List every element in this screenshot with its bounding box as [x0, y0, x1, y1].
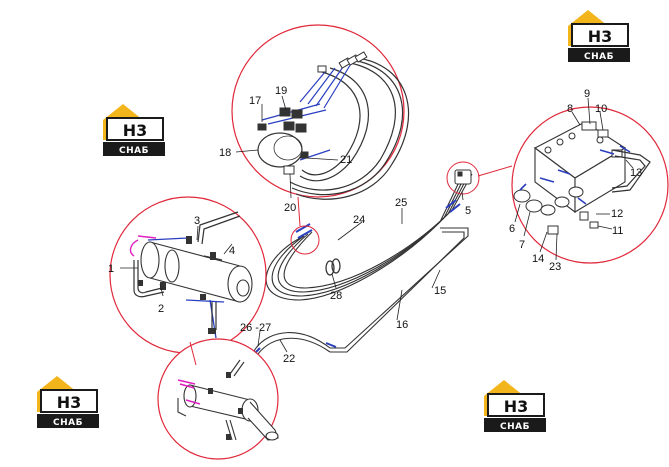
part-label-8: 8	[567, 103, 573, 115]
part-label-22: 22	[283, 353, 295, 365]
part-label-2: 2	[158, 303, 164, 315]
detail-circle-connector	[446, 161, 480, 195]
part-label-24: 24	[353, 214, 365, 226]
part-label-19: 19	[275, 85, 287, 97]
top-detail-callout	[231, 24, 410, 200]
part-label-17: 17	[249, 95, 261, 107]
part-label-11: 11	[612, 225, 623, 237]
part-label-1: 1	[108, 263, 114, 275]
part-label-12: 12	[611, 208, 623, 220]
bottom-detail-callout	[157, 338, 279, 460]
brand-logo-top-right: H3 CHAБ	[567, 9, 631, 63]
connector-block	[454, 169, 472, 185]
part-label-3: 3	[194, 215, 200, 227]
part-label-9: 9	[584, 88, 590, 100]
callout-link-line	[297, 196, 301, 227]
leader-lines	[120, 95, 634, 353]
logo-mark-text: H3	[504, 397, 529, 416]
callout-link-line	[189, 341, 197, 366]
part-label-23: 23	[549, 261, 561, 273]
part-label-6: 6	[509, 223, 515, 235]
part-label-16: 16	[396, 319, 408, 331]
part-label-5: 5	[465, 205, 471, 217]
part-label-28: 28	[330, 290, 342, 302]
logo-mark-text: H3	[123, 121, 148, 140]
part-label-15: 15	[434, 285, 446, 297]
part-label-10: 10	[595, 103, 607, 115]
logo-brand-text: CHAБ	[119, 146, 149, 156]
valve-body	[257, 132, 303, 175]
part-label-14: 14	[532, 253, 544, 265]
right-detail-callout	[511, 106, 669, 264]
part-label-21: 21	[340, 154, 352, 166]
callout-link-line	[477, 165, 513, 177]
part-label-25: 25	[395, 197, 407, 209]
part-label-4: 4	[229, 245, 235, 257]
left-detail-callout	[109, 196, 267, 354]
logo-brand-text: CHAБ	[500, 422, 530, 432]
part-label-26-27: 26 -27	[240, 322, 271, 334]
logo-brand-text: CHAБ	[53, 418, 83, 428]
part-label-20: 20	[284, 202, 296, 214]
part-label-13: 13	[630, 167, 642, 179]
part-label-18: 18	[219, 147, 231, 159]
brand-logo-left: H3 CHAБ	[102, 103, 166, 157]
logo-brand-text: CHAБ	[584, 52, 614, 62]
logo-mark-text: H3	[588, 27, 613, 46]
brand-logo-bottom-right: H3 CHAБ	[483, 379, 547, 433]
detail-circle-junction	[290, 225, 320, 255]
part-label-7: 7	[519, 239, 525, 251]
brand-logo-bottom-left: H3 CHAБ	[36, 375, 100, 429]
hose-clamp	[325, 258, 341, 276]
part-labels: 1 2 3 4 5 6 7 8 9 10 11 12 13 14 15 16 1…	[108, 85, 642, 365]
logo-mark-text: H3	[57, 393, 82, 412]
